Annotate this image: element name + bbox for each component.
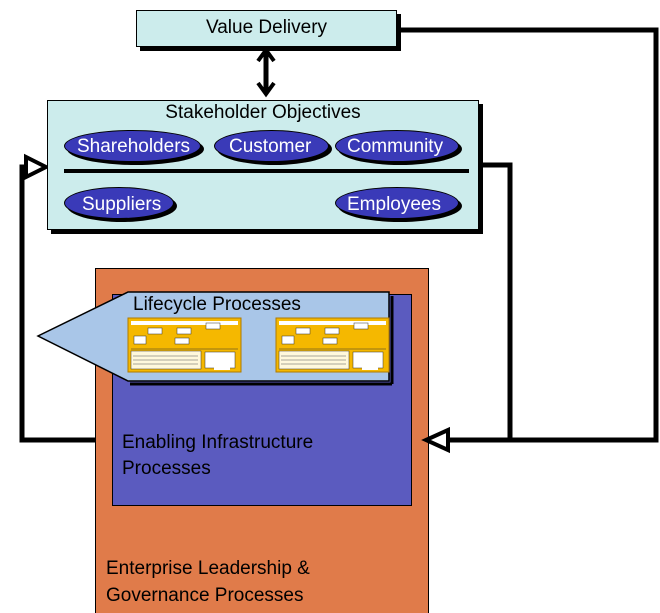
process-thumbnail-2	[275, 317, 390, 373]
enterprise-leadership-label-line2: Governance Processes	[106, 585, 304, 606]
stakeholder-arrowhead	[24, 153, 51, 181]
stakeholder-oval-suppliers	[64, 187, 174, 219]
stakeholder-oval-community	[335, 130, 459, 162]
value-delivery-label: Value Delivery	[205, 17, 328, 38]
stakeholder-label-community: Community	[347, 136, 444, 157]
value-delivery-box	[136, 10, 397, 47]
stakeholder-label-suppliers: Suppliers	[82, 194, 162, 215]
feedback-arrowhead	[421, 426, 450, 454]
stakeholder-oval-employees	[335, 187, 459, 219]
stakeholder-label-customer: Customer	[229, 136, 312, 157]
stakeholder-label-shareholders: Shareholders	[77, 136, 191, 157]
stakeholder-divider	[64, 169, 469, 173]
stakeholder-oval-shareholders	[64, 130, 201, 162]
enabling-infrastructure-label-line1: Enabling Infrastructure	[122, 432, 314, 453]
lifecycle-processes-label: Lifecycle Processes	[133, 294, 301, 315]
process-thumbnail-1	[127, 317, 242, 373]
stakeholder-oval-customer	[214, 130, 329, 162]
stakeholder-objectives-title: Stakeholder Objectives	[165, 102, 361, 123]
value-delivery-double-arrow	[256, 46, 276, 98]
enabling-infrastructure-label-line2: Processes	[122, 458, 211, 479]
enterprise-leadership-label-line1: Enterprise Leadership &	[106, 558, 310, 579]
stakeholder-right-line	[482, 162, 513, 440]
value-delivery-loop-line	[397, 27, 659, 443]
stakeholder-label-employees: Employees	[347, 194, 441, 215]
